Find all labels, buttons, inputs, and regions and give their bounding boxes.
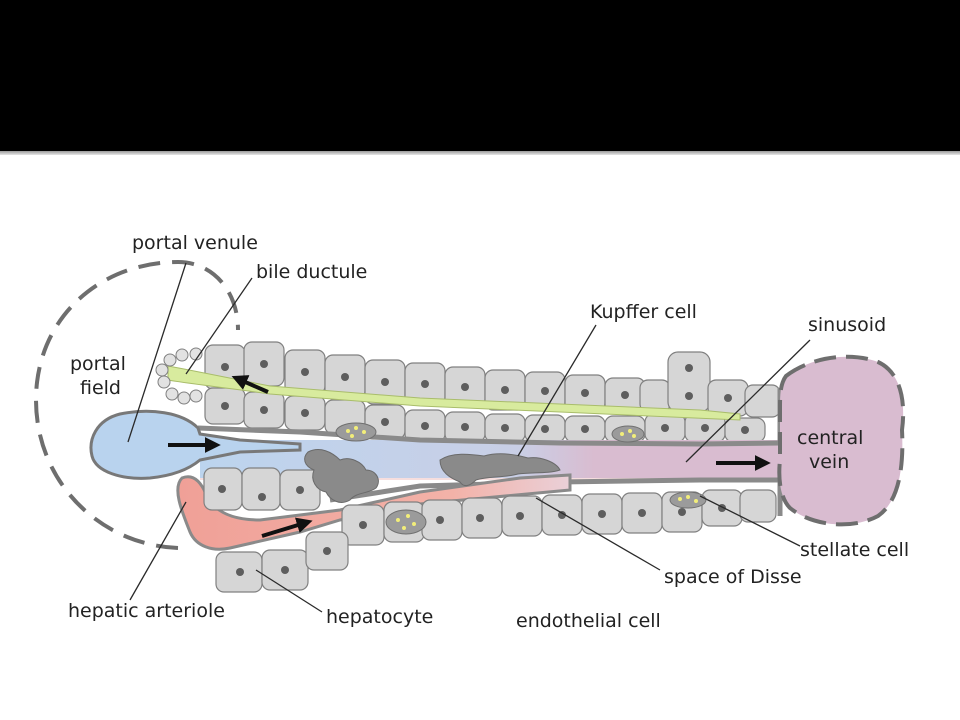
title-bar xyxy=(0,0,960,151)
label-kupffer-cell: Kupffer cell xyxy=(590,301,697,323)
label-portal-field-2: field xyxy=(80,377,121,399)
label-central-vein-2: vein xyxy=(809,451,849,473)
kupffer-cells xyxy=(304,449,561,503)
label-hepatocyte: hepatocyte xyxy=(326,606,433,628)
flow-arrows xyxy=(168,375,771,538)
label-stellate-cell: stellate cell xyxy=(800,539,909,561)
bile-ductule-cells xyxy=(155,347,203,405)
bile-ductule xyxy=(167,365,741,421)
title-divider xyxy=(0,151,960,155)
label-sinusoid: sinusoid xyxy=(808,314,886,336)
portal-field-outline xyxy=(33,259,240,550)
lower-endothelium xyxy=(329,477,783,516)
label-portal-venule: portal venule xyxy=(132,232,258,254)
lower-hepatocyte-plate xyxy=(203,467,777,593)
label-central-vein-1: central xyxy=(797,427,863,449)
label-endothelial-cell: endothelial cell xyxy=(516,610,661,632)
stellate-cells xyxy=(335,422,707,535)
leader-lines xyxy=(127,262,811,613)
central-vein xyxy=(777,354,906,527)
label-bile-ductule: bile ductule xyxy=(256,261,367,283)
label-portal-field-1: portal xyxy=(70,353,126,375)
upper-endothelium xyxy=(197,425,781,447)
label-hepatic-arteriole: hepatic arteriole xyxy=(68,600,225,622)
label-space-of-disse: space of Disse xyxy=(664,566,802,588)
upper-hepatocyte-plate xyxy=(204,341,781,443)
